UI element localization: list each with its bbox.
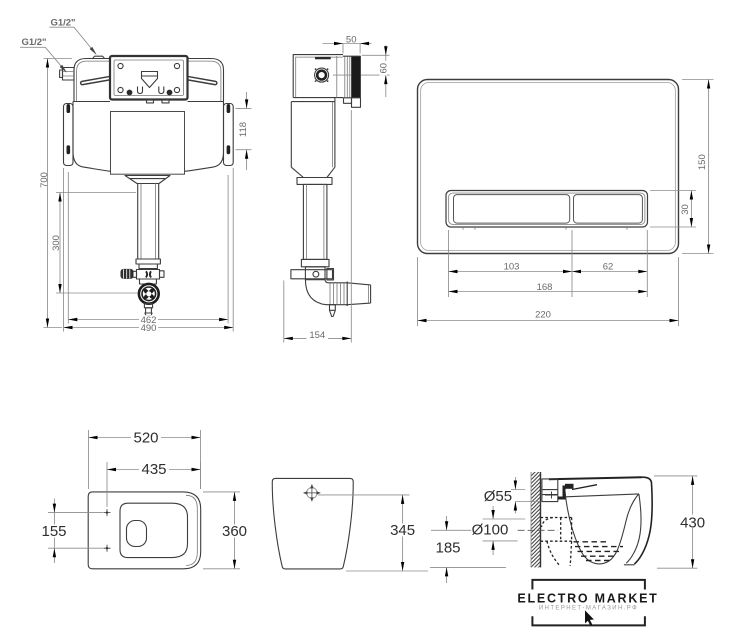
svg-text:G1/2": G1/2" <box>21 37 46 48</box>
svg-text:700: 700 <box>39 172 50 188</box>
svg-text:ELECTRO MARKET: ELECTRO MARKET <box>517 592 658 606</box>
svg-text:62: 62 <box>603 262 614 273</box>
svg-text:60: 60 <box>379 63 390 74</box>
svg-text:50: 50 <box>346 34 357 45</box>
svg-text:462: 462 <box>141 315 157 326</box>
svg-text:520: 520 <box>133 429 158 446</box>
svg-text:185: 185 <box>435 539 460 556</box>
svg-text:103: 103 <box>504 262 520 273</box>
svg-text:155: 155 <box>41 523 66 540</box>
svg-text:430: 430 <box>680 514 705 531</box>
svg-text:Ø55: Ø55 <box>484 488 512 505</box>
svg-text:360: 360 <box>222 523 247 540</box>
svg-text:345: 345 <box>390 522 415 539</box>
svg-text:435: 435 <box>141 461 166 478</box>
svg-text:490: 490 <box>141 323 157 334</box>
svg-text:154: 154 <box>309 330 325 341</box>
svg-text:300: 300 <box>51 235 62 251</box>
svg-text:ИНТЕРНЕТ-МАГАЗИН.РФ: ИНТЕРНЕТ-МАГАЗИН.РФ <box>539 606 638 612</box>
svg-text:G1/2": G1/2" <box>50 18 75 29</box>
svg-text:118: 118 <box>238 122 249 137</box>
svg-text:220: 220 <box>535 310 551 321</box>
svg-text:150: 150 <box>697 154 708 170</box>
svg-text:30: 30 <box>680 204 691 215</box>
svg-text:Ø100: Ø100 <box>472 521 509 538</box>
svg-text:168: 168 <box>537 282 553 293</box>
